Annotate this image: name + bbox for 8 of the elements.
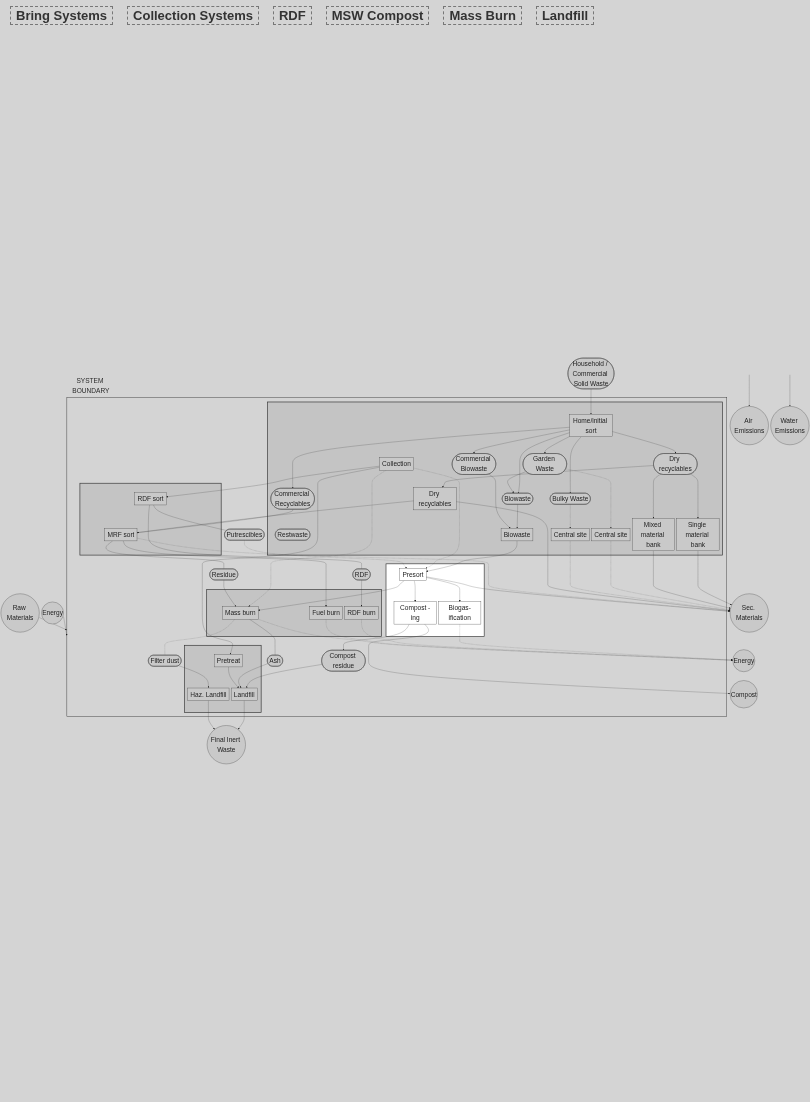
route-label: Bring Systems <box>10 6 114 25</box>
route-label: Collection Systems <box>127 6 259 25</box>
route-label: Landfill <box>535 6 595 25</box>
route-label: RDF <box>273 6 312 25</box>
route-label: Mass Burn <box>443 6 522 25</box>
process-box: Biogas-ification <box>438 601 482 625</box>
route-label: MSW Compost <box>325 6 430 25</box>
process-group <box>79 482 222 556</box>
